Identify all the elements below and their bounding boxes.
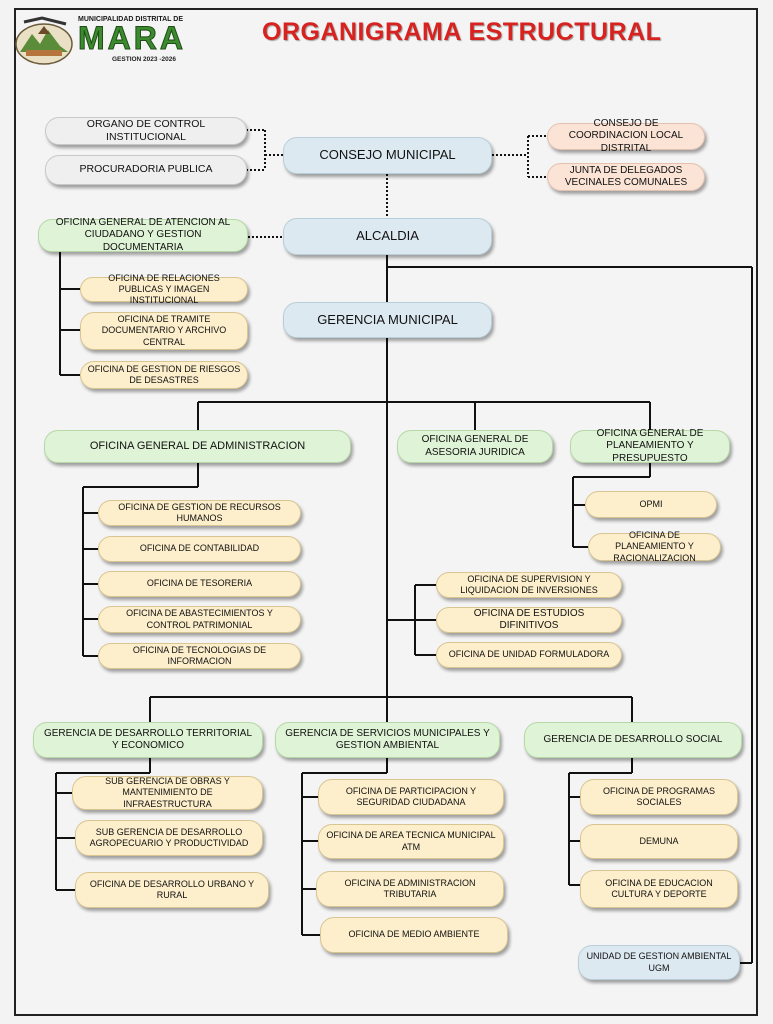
unit-obras: SUB GERENCIA DE OBRAS Y MANTENIMIENTO DE… xyxy=(72,776,263,810)
unit-participacion: OFICINA DE PARTICIPACION Y SEGURIDAD CIU… xyxy=(318,779,504,815)
unit-abastecimiento: OFICINA DE ABASTECIMIENTOS Y CONTROL PAT… xyxy=(98,606,301,633)
unit-delegados: JUNTA DE DELEGADOS VECINALES COMUNALES xyxy=(547,163,705,191)
unit-demuna: DEMUNA xyxy=(580,824,738,859)
unit-rrhh: OFICINA DE GESTION DE RECURSOS HUMANOS xyxy=(98,500,301,526)
municipality-logo: MUNICIPALIDAD DISTRITAL DE MARA GESTION … xyxy=(14,12,204,68)
unit-territorial: GERENCIA DE DESARROLLO TERRITORIAL Y ECO… xyxy=(33,722,263,758)
logo-term-text: GESTION 2023 -2026 xyxy=(112,56,176,63)
unit-opmi: OPMI xyxy=(585,491,717,518)
unit-relaciones: OFICINA DE RELACIONES PUBLICAS Y IMAGEN … xyxy=(80,273,248,305)
unit-procuraduria: PROCURADORIA PUBLICA xyxy=(45,155,247,185)
unit-social: GERENCIA DE DESARROLLO SOCIAL xyxy=(524,722,742,758)
unit-estudios: OFICINA DE ESTUDIOS DIFINITIVOS xyxy=(436,607,622,633)
unit-ugm: UNIDAD DE GESTION AMBIENTAL UGM xyxy=(578,945,740,980)
unit-formuladora: OFICINA DE UNIDAD FORMULADORA xyxy=(436,642,622,668)
unit-tramite: OFICINA DE TRAMITE DOCUMENTARIO Y ARCHIV… xyxy=(80,312,248,350)
unit-atencion: OFICINA GENERAL DE ATENCION AL CIUDADANO… xyxy=(38,217,248,253)
unit-servicios: GERENCIA DE SERVICIOS MUNICIPALES Y GEST… xyxy=(275,722,500,758)
logo-name-text: MARA xyxy=(78,20,186,56)
unit-racionalizacion: OFICINA DE PLANEAMIENTO Y RACIONALIZACIO… xyxy=(588,530,721,563)
unit-administracion: OFICINA GENERAL DE ADMINISTRACION xyxy=(44,430,351,463)
unit-educacion: OFICINA DE EDUCACION CULTURA Y DEPORTE xyxy=(580,870,738,908)
unit-tesoreria: OFICINA DE TESORERIA xyxy=(98,571,301,597)
unit-urbano: OFICINA DE DESARROLLO URBANO Y RURAL xyxy=(75,872,269,908)
unit-tecnologias: OFICINA DE TECNOLOGIAS DE INFORMACION xyxy=(98,643,301,669)
unit-asesoria: OFICINA GENERAL DE ASESORIA JURIDICA xyxy=(397,430,553,463)
unit-supervision: OFICINA DE SUPERVISION Y LIQUIDACION DE … xyxy=(436,572,622,598)
mountain-emblem-icon xyxy=(15,16,73,65)
unit-coordinacion: CONSEJO DE COORDINACION LOCAL DISTRITAL xyxy=(547,118,705,154)
unit-riesgos: OFICINA DE GESTION DE RIESGOS DE DESASTR… xyxy=(80,361,248,389)
unit-control: ORGANO DE CONTROL INSTITUCIONAL xyxy=(45,117,247,145)
unit-consejo: CONSEJO MUNICIPAL xyxy=(283,137,492,174)
unit-ambiente: OFICINA DE MEDIO AMBIENTE xyxy=(320,917,508,953)
unit-planeamiento: OFICINA GENERAL DE PLANEAMIENTO Y PRESUP… xyxy=(570,428,730,464)
unit-programas: OFICINA DE PROGRAMAS SOCIALES xyxy=(580,779,738,815)
unit-gerencia: GERENCIA MUNICIPAL xyxy=(283,302,492,338)
page-title: ORGANIGRAMA ESTRUCTURAL xyxy=(262,18,662,46)
unit-alcaldia: ALCALDIA xyxy=(283,218,492,255)
unit-atm: OFICINA DE AREA TECNICA MUNICIPAL ATM xyxy=(318,824,504,859)
unit-tributaria: OFICINA DE ADMINISTRACION TRIBUTARIA xyxy=(316,871,504,907)
unit-contabilidad: OFICINA DE CONTABILIDAD xyxy=(98,536,301,562)
unit-agropecuario: SUB GERENCIA DE DESARROLLO AGROPECUARIO … xyxy=(75,820,263,856)
logo-municipality-text: MUNICIPALIDAD DISTRITAL DE xyxy=(78,16,183,23)
